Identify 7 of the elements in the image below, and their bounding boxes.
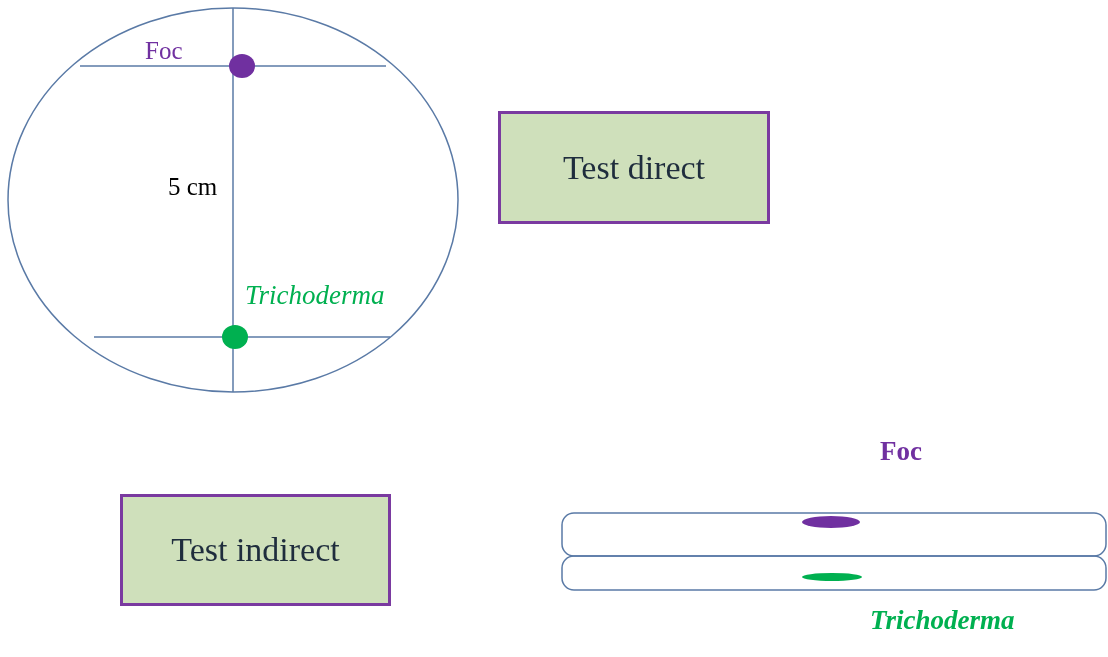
- method-box: Test indirect: [120, 494, 391, 606]
- antagonist-label: Trichoderma: [870, 607, 1015, 634]
- pathogen-label: Foc: [880, 438, 922, 465]
- method-box: Test direct: [498, 111, 770, 224]
- pathogen-label: Foc: [145, 38, 183, 63]
- dimension-label: 5 cm: [168, 174, 218, 199]
- antagonist-label: Trichoderma: [245, 282, 385, 309]
